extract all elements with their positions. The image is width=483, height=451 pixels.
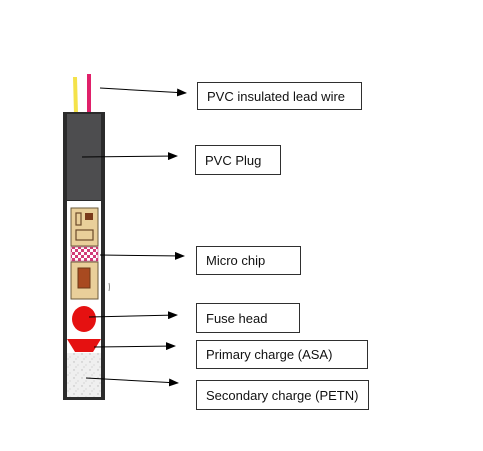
chip-mesh: [70, 246, 99, 262]
pointer-arrows: [81, 87, 187, 387]
fuse-head: [72, 306, 96, 332]
label-secondary-charge: Secondary charge (PETN): [196, 380, 369, 410]
yellow-lead-wire: [73, 76, 78, 115]
label-fuse-head: Fuse head: [196, 303, 300, 333]
arrow-fuse-head: [88, 311, 178, 320]
arrow-plug: [81, 152, 178, 161]
arrow-primary-charge: [93, 342, 176, 351]
label-micro-chip: Micro chip: [196, 246, 301, 275]
label-plug: PVC Plug: [195, 145, 281, 175]
arrow-lead-wire: [99, 87, 187, 97]
primary-charge: [67, 339, 101, 352]
arrow-micro-chip: [99, 251, 185, 260]
label-primary-charge: Primary charge (ASA): [196, 340, 368, 369]
arrow-secondary-charge: [85, 377, 179, 387]
lead-wires: [73, 74, 91, 115]
tube-mark: [108, 282, 110, 292]
label-lead-wire: PVC insulated lead wire: [197, 82, 362, 110]
micro-chip-assembly: [70, 207, 99, 300]
secondary-charge: [67, 353, 101, 397]
